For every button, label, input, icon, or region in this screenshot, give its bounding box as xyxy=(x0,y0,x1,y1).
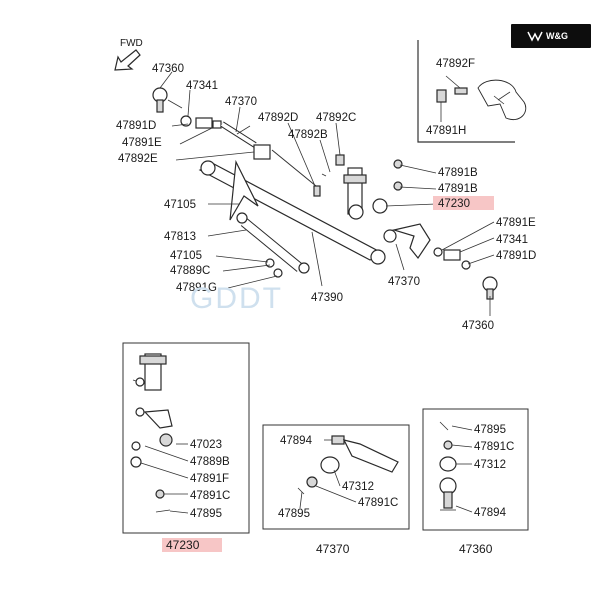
box-item-label: 47312 xyxy=(474,459,506,471)
box-caption: 47370 xyxy=(316,542,350,556)
nut-icon xyxy=(461,260,471,270)
bolt-icon xyxy=(454,87,468,95)
box-item-label: 47895 xyxy=(190,508,222,520)
nut-icon xyxy=(180,115,192,127)
part-label: 47370 xyxy=(388,276,420,288)
part-label: 47370 xyxy=(225,96,257,108)
part-label: 47891H xyxy=(426,125,466,137)
part-label: 47105 xyxy=(170,250,202,262)
part-label: 47360 xyxy=(152,63,184,75)
box-item-label: 47891C xyxy=(358,497,398,509)
part-label: 47813 xyxy=(164,231,196,243)
watermark: GDDT xyxy=(190,282,283,315)
clamp-icon xyxy=(253,144,271,160)
stud-icon xyxy=(156,99,164,113)
box-item-label: 47895 xyxy=(474,424,506,436)
sleeve-icon xyxy=(195,117,213,129)
bolt-icon xyxy=(335,154,345,166)
highlight-47230 xyxy=(433,196,494,210)
washer-icon xyxy=(265,258,275,268)
highlight-47230-caption xyxy=(162,538,222,552)
box-item-label: 47312 xyxy=(342,481,374,493)
tie-rod-arm xyxy=(391,223,431,260)
inset-bracket xyxy=(417,40,527,143)
part-label: 47891D xyxy=(496,250,536,262)
box-caption: 47230 xyxy=(166,538,200,552)
part-label-highlighted: 47230 xyxy=(438,198,470,210)
linkage-parts xyxy=(152,87,498,300)
part-label: 47390 xyxy=(311,292,343,304)
box-47230: 47023 47889B 47891F 47891C 47895 47230 xyxy=(122,342,250,552)
box-caption: 47360 xyxy=(459,542,493,556)
part-label: 47891E xyxy=(496,217,536,229)
part-label: 47891B xyxy=(438,167,478,179)
bolt-icon xyxy=(436,89,447,103)
main-labels: 47360 47341 47370 47891D 47891E 47892E 4… xyxy=(116,58,536,332)
nut-icon xyxy=(393,159,403,169)
part-label: 47892C xyxy=(316,112,356,124)
part-label: 47360 xyxy=(462,320,494,332)
box-item-label: 47894 xyxy=(280,435,313,447)
part-label: 47341 xyxy=(186,80,218,92)
washer-icon xyxy=(236,212,248,224)
fwd-arrow: FWD xyxy=(114,38,143,71)
part-label: 47892D xyxy=(258,112,298,124)
sleeve-icon xyxy=(443,249,461,261)
fwd-label: FWD xyxy=(120,38,143,49)
box-item-label: 47891F xyxy=(190,473,229,485)
box-item-label: 47895 xyxy=(278,508,310,520)
box-item-label: 47894 xyxy=(474,507,507,519)
box-47360: 47895 47891C 47312 47894 47360 xyxy=(422,408,529,556)
bolt-icon xyxy=(313,185,321,197)
part-label: 47892E xyxy=(118,153,158,165)
part-label: 47889C xyxy=(170,265,210,277)
box-item-label: 47891C xyxy=(190,490,230,502)
brand-label: W&G xyxy=(546,31,568,41)
part-label: 47891B xyxy=(438,183,478,195)
part-label: 47892F xyxy=(436,58,475,70)
part-label: 47341 xyxy=(496,234,528,246)
part-label: 47891D xyxy=(116,120,156,132)
leader-lines xyxy=(159,71,495,316)
part-label: 47892B xyxy=(288,129,328,141)
box-item-label: 47891C xyxy=(474,441,514,453)
brand-badge: W&G xyxy=(511,24,591,48)
part-label: 47105 xyxy=(164,199,196,211)
box-47370: 47894 47312 47891C 47895 47370 xyxy=(262,424,410,556)
part-label: 47891G xyxy=(176,282,217,294)
box-item-label: 47023 xyxy=(190,439,222,451)
box-item-label: 47889B xyxy=(190,456,230,468)
washer-icon xyxy=(273,268,283,278)
part-label: 47891E xyxy=(122,137,162,149)
nut-icon xyxy=(433,247,443,257)
wing-logo-icon xyxy=(527,31,543,42)
nut-icon xyxy=(393,181,403,191)
